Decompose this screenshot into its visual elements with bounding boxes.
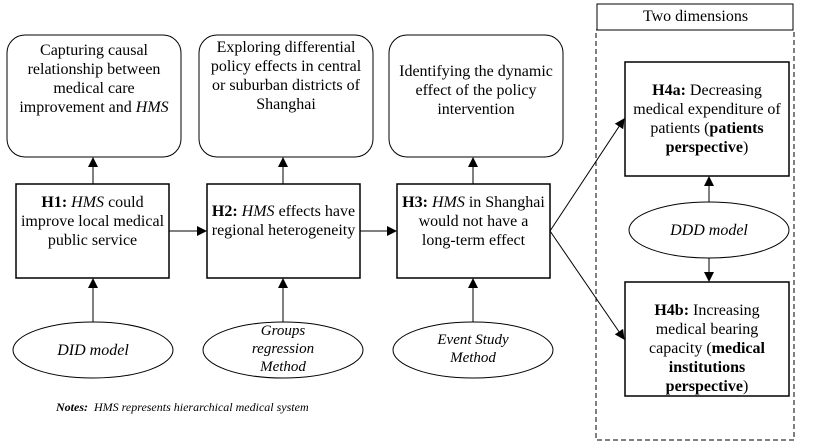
arrow-h3-to-h4a: [549, 118, 625, 232]
objective-text-1: Capturing causal relationship between me…: [19, 42, 169, 116]
objective-text-2: Exploring differential policy effects in…: [210, 39, 362, 113]
method-text-event-study: Event Study Method: [437, 332, 509, 366]
hypothesis-box-h3: [396, 183, 551, 279]
notes-label: Notes:: [56, 400, 88, 414]
hypothesis-text-h3: H3: HMS in Shanghai would not have a lon…: [402, 194, 545, 249]
method-text-did: DID model: [57, 342, 129, 359]
hypothesis-text-h4a: H4a: Decreasing medical expenditure of p…: [633, 82, 781, 156]
method-text-groups-regression: Groups regression Method: [251, 323, 315, 375]
objective-text-3: Identifying the dynamic effect of the po…: [399, 63, 553, 118]
hypothesis-box-h4b: [624, 281, 790, 397]
two-dimensions-title: Two dimensions: [642, 8, 749, 25]
hypothesis-box-h4a: [624, 61, 790, 177]
hypothesis-text-h4b: H4b: Increasing medical bearing capacity…: [649, 302, 765, 395]
two-dimensions-title-box: [596, 3, 794, 31]
hypothesis-text-h1: H1: HMS could improve local medical publ…: [20, 194, 165, 249]
notes-text: HMS represents hierarchical medical syst…: [94, 400, 309, 414]
hypothesis-text-h2: H2: HMS effects have regional heterogene…: [211, 203, 356, 239]
method-text-ddd: DDD model: [670, 222, 748, 239]
arrow-h3-to-h4b: [549, 230, 625, 340]
notes: Notes: HMS represents hierarchical medic…: [56, 400, 309, 415]
